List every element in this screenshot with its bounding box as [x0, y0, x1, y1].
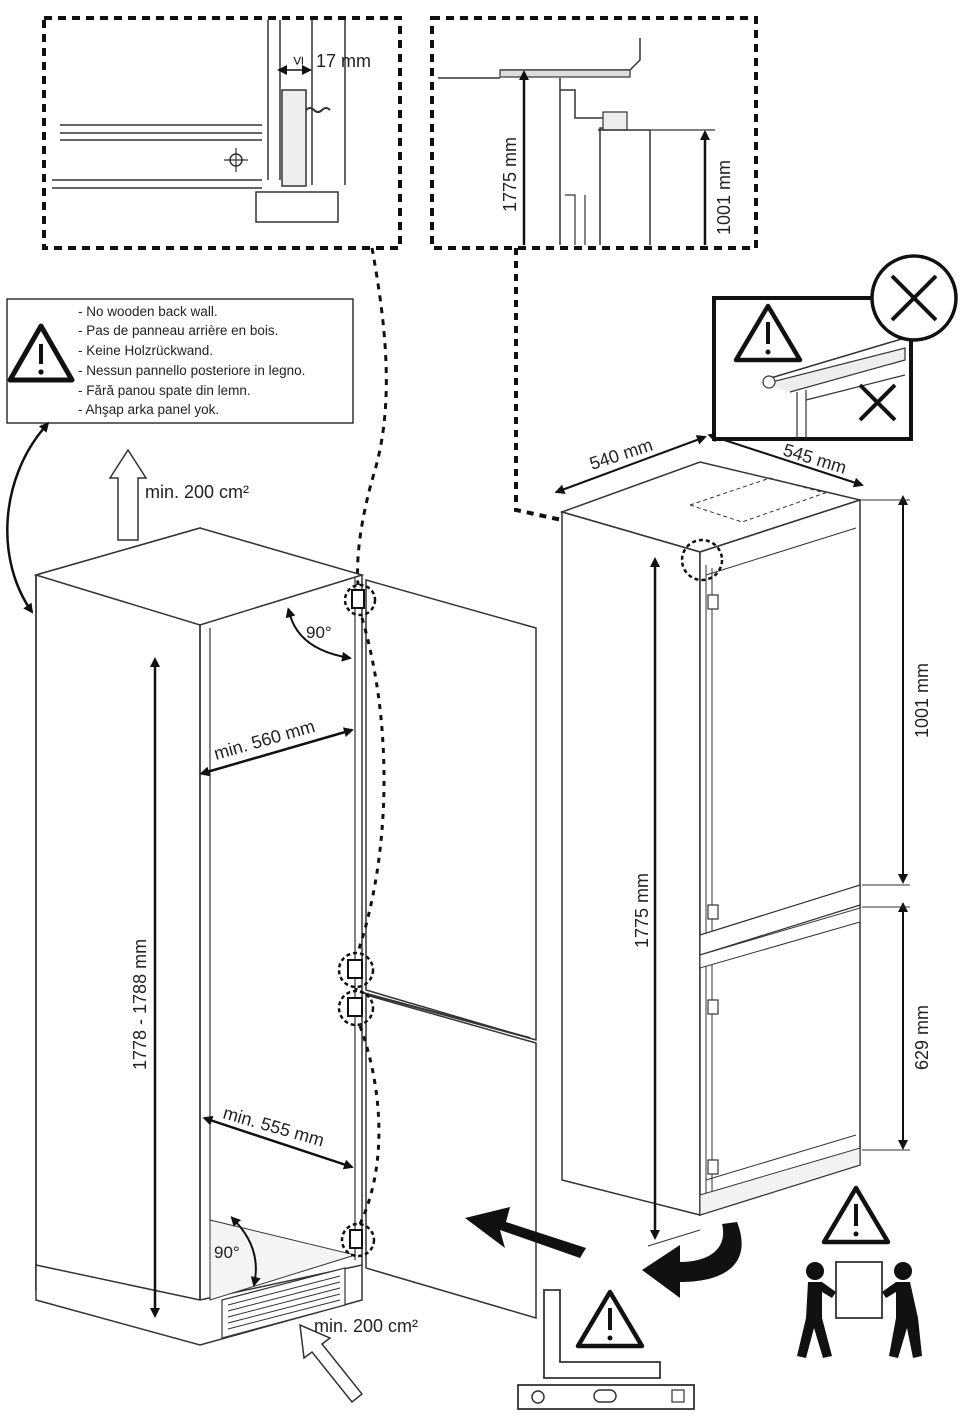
vent-label-bottom: min. 200 cm² [314, 1316, 418, 1336]
spirit-level-icon [517, 1289, 695, 1410]
push-arrow-icon [465, 1207, 586, 1258]
cabinet-housing [33, 527, 365, 1346]
detail-height-check: 1775 mm 1001 mm [430, 16, 758, 250]
detail-hinge-gap: ≤ 17 mm [42, 16, 402, 250]
dim-label-height: 1778 - 1788 mm [130, 939, 150, 1070]
cross-mark-icon [858, 383, 897, 422]
hinge-marker-bottom [340, 1222, 376, 1258]
warning-line-3: - Keine Holzrückwand. [78, 343, 213, 358]
leader-line-left [356, 247, 388, 586]
dim-label-upper-height: 1001 mm [912, 663, 932, 738]
dim-label-appliance-depth: 545 mm [781, 440, 849, 478]
hinge-marker-middle [337, 951, 375, 1027]
rotate-arrow-icon [642, 1222, 742, 1298]
fridge-appliance [559, 461, 863, 1217]
warning-line-2: - Pas de panneau arrière en bois. [78, 323, 278, 338]
warning-triangle-icon [733, 303, 803, 363]
vent-arrow-top-icon [108, 448, 148, 541]
dim-label-lower-height: 629 mm [912, 1005, 932, 1070]
two-person-lift-icon [797, 1185, 922, 1358]
vent-grille [221, 1267, 346, 1339]
angle-arc-bottom [230, 1216, 261, 1287]
vent-arrow-bottom-icon [299, 1323, 364, 1404]
dim-line-appliance-depth [707, 432, 864, 488]
angle-label-top: 90° [306, 623, 332, 642]
le-symbol: ≤ [290, 56, 307, 65]
prohibited-x-icon [870, 254, 958, 342]
warning-triangle-icon [7, 323, 75, 383]
warning-line-4: - Nessun pannello posteriore in legno. [78, 363, 305, 378]
angle-arc-top [285, 607, 352, 662]
warning-pointer-arrow [6, 421, 50, 614]
detail-total-height-label: 1775 mm [500, 137, 520, 212]
hinge-marker-top [343, 583, 377, 617]
dim-label-width-bottom: min. 555 mm [221, 1103, 327, 1151]
gap-label: 17 mm [316, 51, 371, 71]
crosshair-icon [224, 148, 248, 172]
angle-label-bottom: 90° [214, 1243, 240, 1262]
warning-line-5: - Fără panou spate din lemn. [78, 383, 251, 398]
dim-line-width-bottom [202, 1115, 354, 1170]
detail-upper-height-label: 1001 mm [714, 160, 734, 235]
hinge-dashed-connector [354, 617, 386, 1225]
dim-line-width-top [199, 727, 354, 777]
warning-triangle-icon [821, 1185, 891, 1245]
warning-line-1: - No wooden back wall. [78, 304, 218, 319]
dim-line-appliance-width [554, 435, 707, 494]
warning-triangle-icon [575, 1289, 645, 1349]
dim-label-appliance-height: 1775 mm [632, 873, 652, 948]
warning-line-6: - Ahşap arka panel yok. [78, 402, 219, 417]
vent-label-top: min. 200 cm² [145, 482, 249, 502]
warning-box: - No wooden back wall. - Pas de panneau … [6, 298, 354, 424]
